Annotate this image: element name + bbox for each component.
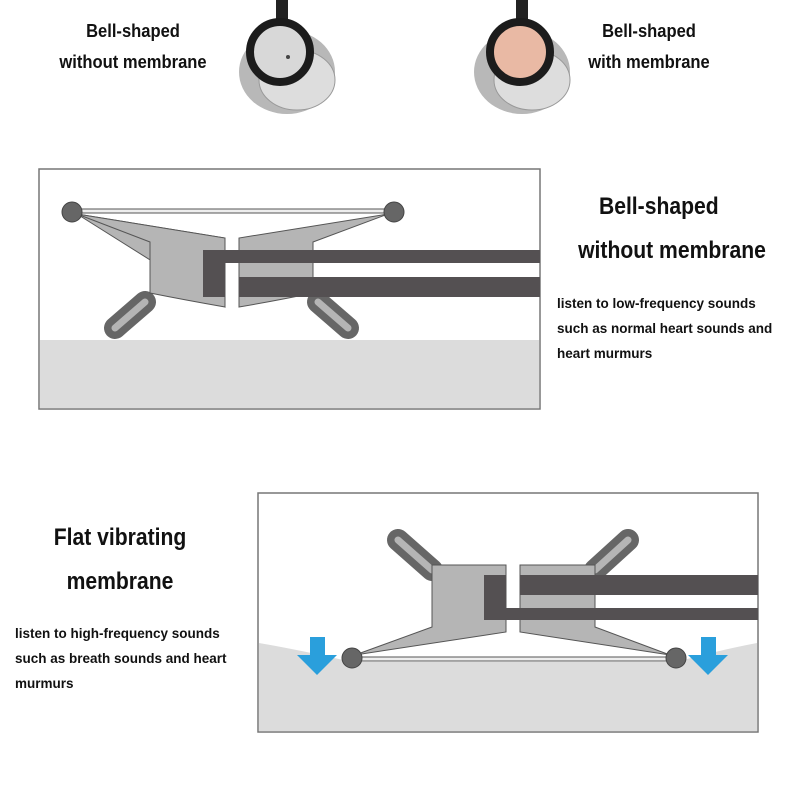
down-arrow-icon bbox=[688, 637, 728, 675]
caption-line: with membrane bbox=[588, 52, 710, 72]
caption-bell-with-membrane: Bell-shaped with membrane bbox=[580, 16, 718, 78]
skin-surface bbox=[259, 643, 757, 731]
caption-bell-without-membrane: Bell-shaped without membrane bbox=[55, 16, 211, 78]
flat-membrane-diagram bbox=[257, 492, 759, 733]
description-line: listen to high-frequency sounds bbox=[15, 626, 220, 641]
section2-title: Flat vibrating membrane bbox=[32, 516, 208, 604]
section1-title: Bell-shaped without membrane bbox=[566, 185, 777, 273]
caption-line: Bell-shaped bbox=[602, 21, 696, 41]
bell-diagram bbox=[38, 168, 541, 410]
description-line: heart murmurs bbox=[557, 346, 653, 361]
caption-line: Bell-shaped bbox=[86, 21, 180, 41]
title-line: Flat vibrating bbox=[53, 524, 187, 551]
description-line: murmurs bbox=[15, 676, 74, 691]
section2-description: listen to high-frequency sounds such as … bbox=[15, 621, 227, 696]
stethoscope-bell-with-membrane-photo bbox=[474, 0, 571, 114]
description-line: such as breath sounds and heart bbox=[15, 651, 227, 666]
description-line: such as normal heart sounds and bbox=[557, 321, 773, 336]
stethoscope-bell-without-membrane-photo bbox=[239, 0, 336, 114]
title-line: without membrane bbox=[578, 237, 766, 264]
section1-description: listen to low-frequency sounds such as n… bbox=[557, 291, 772, 366]
caption-line: without membrane bbox=[59, 52, 207, 72]
title-line: Bell-shaped bbox=[598, 193, 719, 220]
down-arrow-icon bbox=[297, 637, 337, 675]
description-line: listen to low-frequency sounds bbox=[557, 296, 756, 311]
skin-surface bbox=[40, 340, 539, 408]
title-line: membrane bbox=[66, 568, 174, 595]
